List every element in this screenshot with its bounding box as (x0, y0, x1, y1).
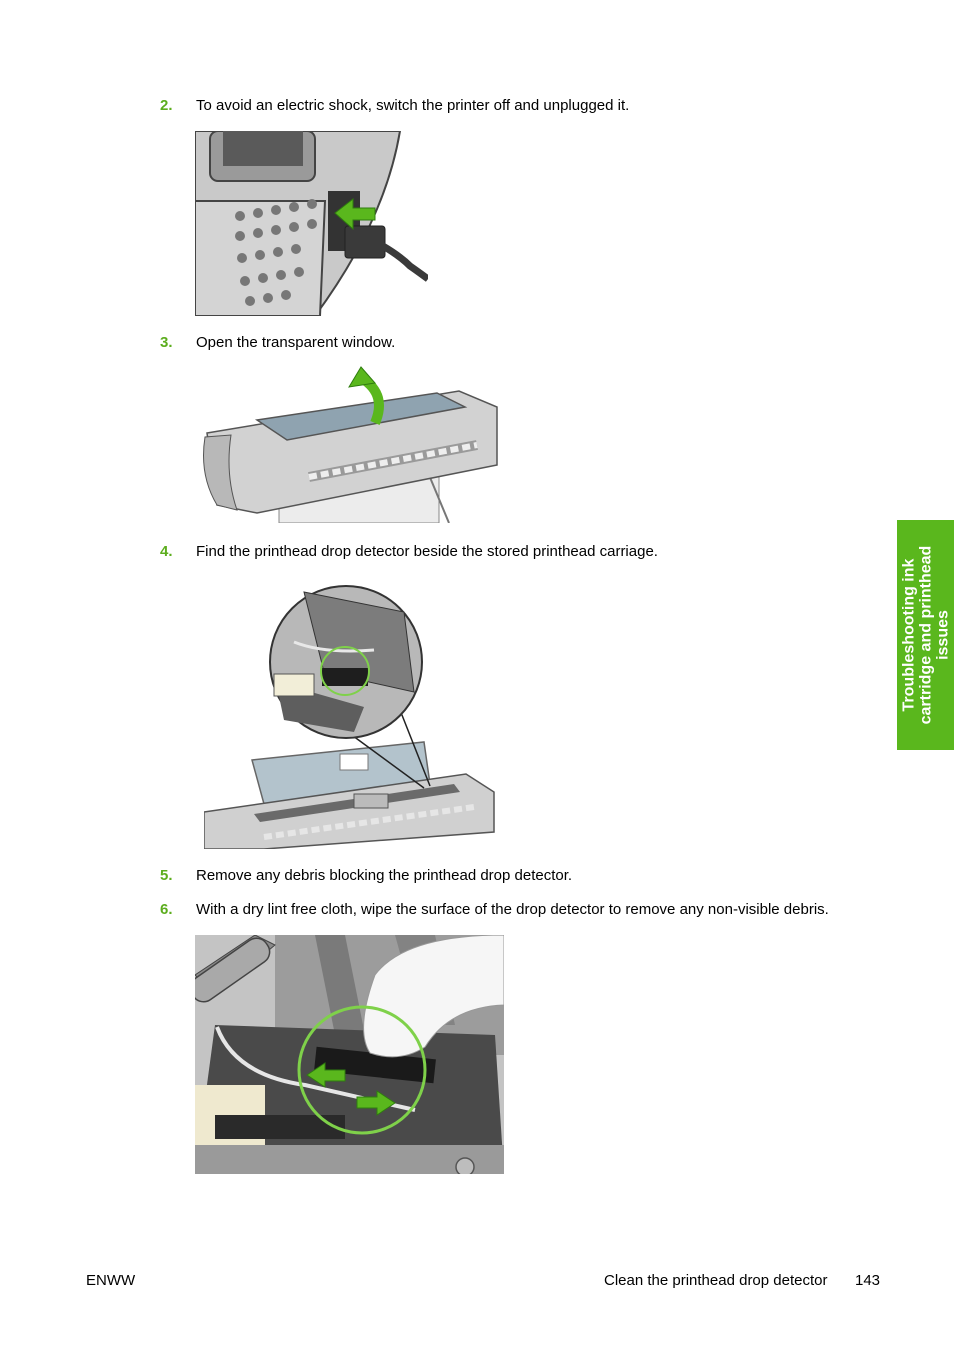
step-number: 6. (160, 901, 173, 918)
step-text: With a dry lint free cloth, wipe the sur… (196, 901, 829, 918)
open-window-illustration (197, 365, 503, 523)
drop-detector-location-illustration (204, 582, 496, 849)
unplug-printer-illustration (195, 131, 428, 316)
step-text: Find the printhead drop detector beside … (196, 543, 658, 560)
step-number: 2. (160, 97, 173, 114)
page-number: 143 (855, 1272, 881, 1289)
step-text: To avoid an electric shock, switch the p… (196, 97, 630, 114)
side-tab-label: Troubleshooting ink cartridge and printh… (900, 545, 951, 725)
footer-left: ENWW (86, 1272, 136, 1289)
footer-section-title: Clean the printhead drop detector (604, 1272, 828, 1289)
step-number: 4. (160, 543, 173, 560)
step-text: Open the transparent window. (196, 334, 396, 351)
section-side-tab: Troubleshooting ink cartridge and printh… (897, 520, 954, 750)
step-text: Remove any debris blocking the printhead… (196, 867, 573, 884)
step-number: 5. (160, 867, 173, 884)
step-number: 3. (160, 334, 173, 351)
wipe-drop-detector-illustration (195, 935, 504, 1174)
